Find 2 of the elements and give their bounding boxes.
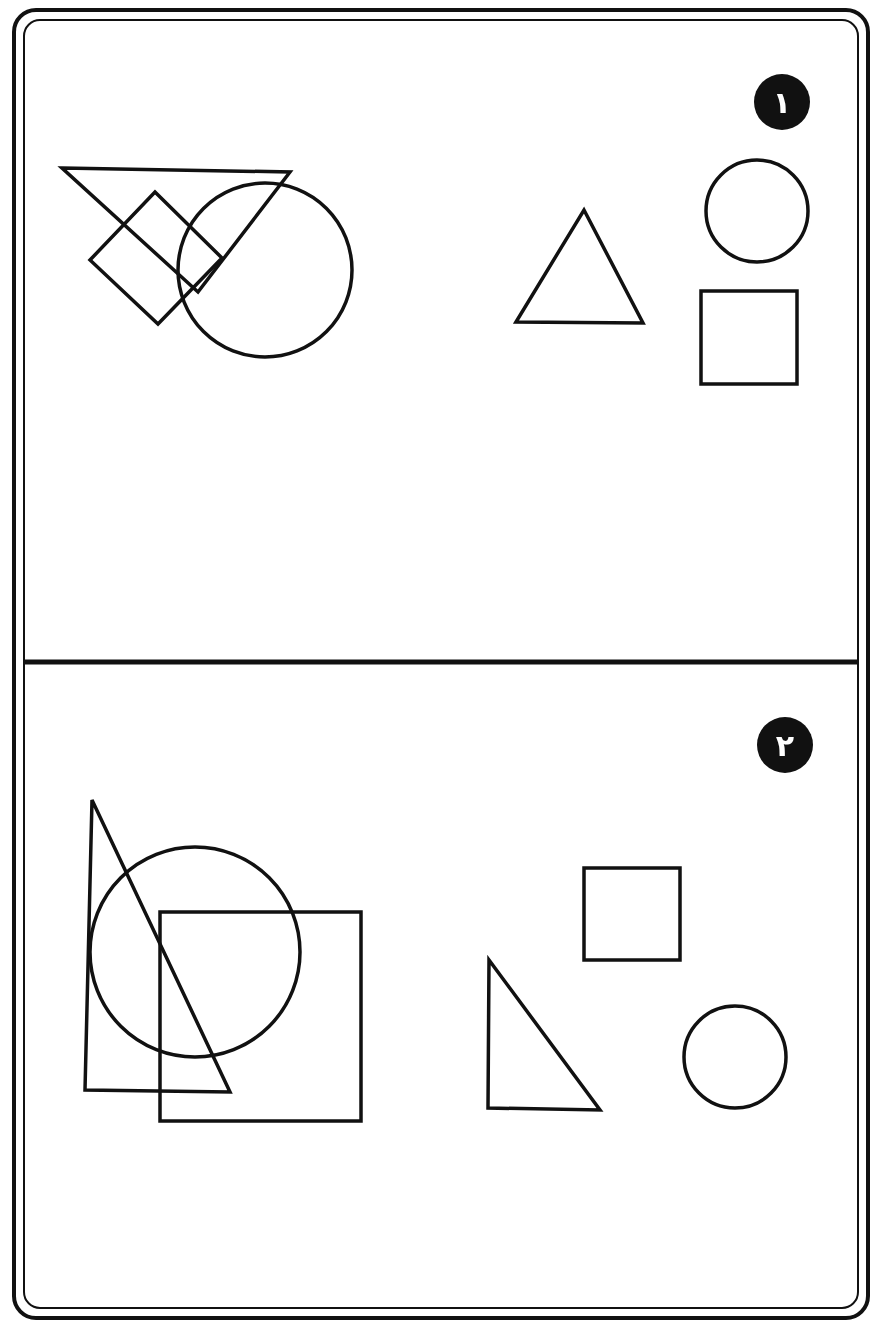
number-badge: ١: [754, 74, 810, 130]
number-badge: ٢: [757, 717, 813, 773]
